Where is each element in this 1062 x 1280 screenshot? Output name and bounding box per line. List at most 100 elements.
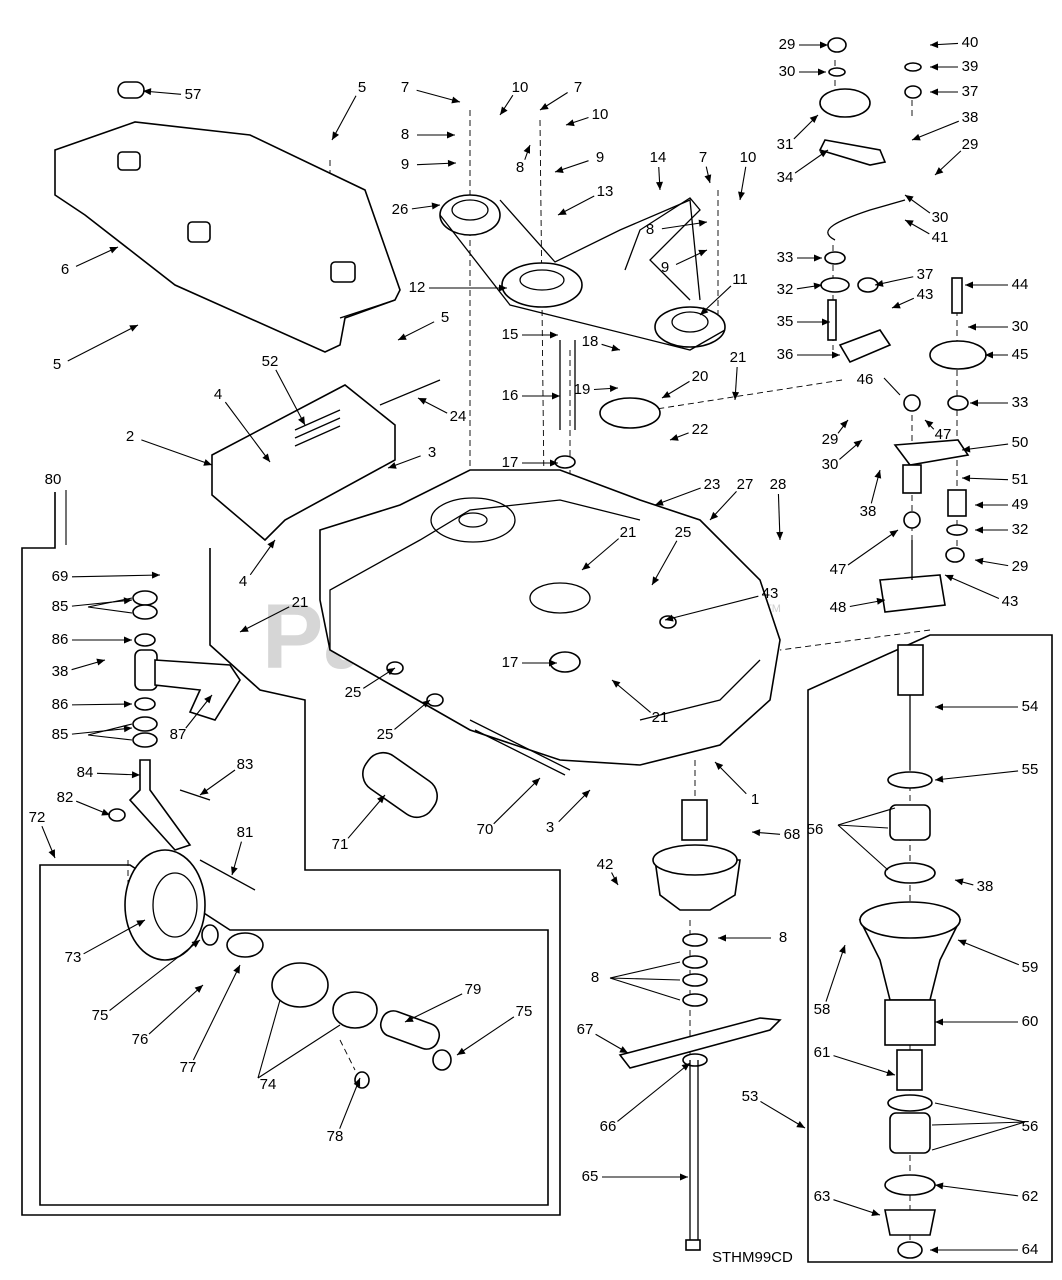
leader-5	[67, 324, 139, 362]
callout-37: 37	[917, 266, 934, 283]
arrowhead-33	[814, 254, 822, 262]
leader-73	[83, 919, 146, 955]
callout-33: 33	[1012, 394, 1029, 411]
callout-19: 19	[574, 381, 591, 398]
arrowhead-13	[558, 208, 567, 215]
callout-32: 32	[1012, 521, 1029, 538]
callout-43: 43	[762, 585, 779, 602]
arrowhead-30	[853, 440, 862, 448]
leader-76	[148, 984, 204, 1035]
callout-12: 12	[409, 279, 426, 296]
callout-81: 81	[237, 824, 254, 841]
callout-9: 9	[661, 259, 669, 276]
arrowhead-19	[609, 384, 618, 392]
arrowhead-3	[388, 462, 397, 469]
arrowhead-8	[698, 219, 707, 227]
leader-70	[493, 777, 541, 825]
arrowhead-30	[818, 68, 826, 76]
arrowhead-49	[975, 501, 983, 509]
callout-28: 28	[770, 476, 787, 493]
arrowhead-9	[447, 159, 456, 167]
callout-42: 42	[597, 856, 614, 873]
callout-53: 53	[742, 1088, 759, 1105]
arrowhead-81	[231, 866, 238, 875]
callout-8: 8	[591, 969, 599, 986]
arrowhead-3	[581, 790, 590, 799]
arrowhead-47	[889, 530, 898, 538]
callout-40: 40	[962, 34, 979, 51]
callout-33: 33	[777, 249, 794, 266]
callout-63: 63	[814, 1188, 831, 1205]
arrowhead-21	[240, 625, 249, 632]
leader-47	[847, 529, 899, 566]
callout-47: 47	[935, 426, 952, 443]
spindle-exploded-view	[858, 644, 962, 1259]
multi-target-leaders	[65, 377, 1026, 1151]
mower-deck	[319, 469, 781, 766]
callout-24: 24	[450, 408, 467, 425]
callout-68: 68	[784, 826, 801, 843]
arrowhead-66	[681, 1063, 690, 1071]
leader-79	[404, 993, 463, 1023]
arrowhead-10	[500, 106, 508, 115]
arrowhead-4	[267, 540, 275, 549]
arrowhead-71	[377, 795, 385, 804]
arrowhead-67	[619, 1046, 628, 1053]
callout-leaders	[41, 41, 1020, 1254]
callout-38: 38	[962, 109, 979, 126]
arrowhead-54	[935, 703, 943, 711]
callout-38: 38	[860, 503, 877, 520]
callout-22: 22	[692, 421, 709, 438]
arrowhead-70	[531, 778, 540, 787]
arrowhead-33	[970, 399, 978, 407]
callout-8: 8	[401, 126, 409, 143]
callout-87: 87	[170, 726, 187, 743]
arrowhead-7	[704, 174, 712, 183]
arrowhead-38	[955, 878, 964, 886]
pulleys-and-belts	[439, 194, 726, 430]
callout-25: 25	[377, 726, 394, 743]
leader-23	[654, 487, 701, 506]
arrowhead-77	[233, 965, 240, 974]
arrowhead-28	[776, 531, 784, 540]
leader-78	[339, 1077, 361, 1129]
callout-54: 54	[1022, 698, 1039, 715]
leader-58	[825, 944, 846, 1002]
callout-75: 75	[92, 1007, 109, 1024]
leader-61	[833, 1055, 896, 1076]
arrowhead-75	[191, 940, 200, 948]
arrowhead-69	[151, 571, 160, 579]
callout-29: 29	[822, 431, 839, 448]
callout-75: 75	[516, 1003, 533, 1020]
callout-37: 37	[962, 83, 979, 100]
callout-36: 36	[777, 346, 794, 363]
callout-55: 55	[1022, 761, 1039, 778]
leader-5	[331, 95, 357, 141]
callout-23: 23	[704, 476, 721, 493]
callout-30: 30	[822, 456, 839, 473]
arrowhead-85	[123, 725, 132, 733]
arrowhead-78	[353, 1078, 361, 1087]
arrowhead-17	[549, 659, 557, 667]
arrowhead-42	[610, 876, 618, 885]
callout-8: 8	[516, 159, 524, 176]
callout-56: 56	[1022, 1118, 1039, 1135]
callout-10: 10	[740, 149, 757, 166]
leader-69	[71, 574, 161, 578]
callout-57: 57	[185, 86, 202, 103]
arrowhead-84	[131, 771, 140, 779]
arrowhead-32	[975, 526, 983, 534]
arrowhead-40	[930, 41, 939, 49]
arrowhead-34	[819, 150, 828, 158]
arrowhead-43	[892, 301, 901, 309]
leader-53	[760, 1100, 806, 1129]
callout-46: 46	[857, 371, 874, 388]
callout-8: 8	[646, 221, 654, 238]
callout-11: 11	[732, 271, 748, 288]
arrowhead-83	[200, 787, 209, 795]
arrowhead-7	[540, 102, 549, 110]
callout-56: 56	[807, 821, 824, 838]
arrowhead-11	[700, 307, 709, 315]
arrowhead-43	[665, 614, 674, 622]
